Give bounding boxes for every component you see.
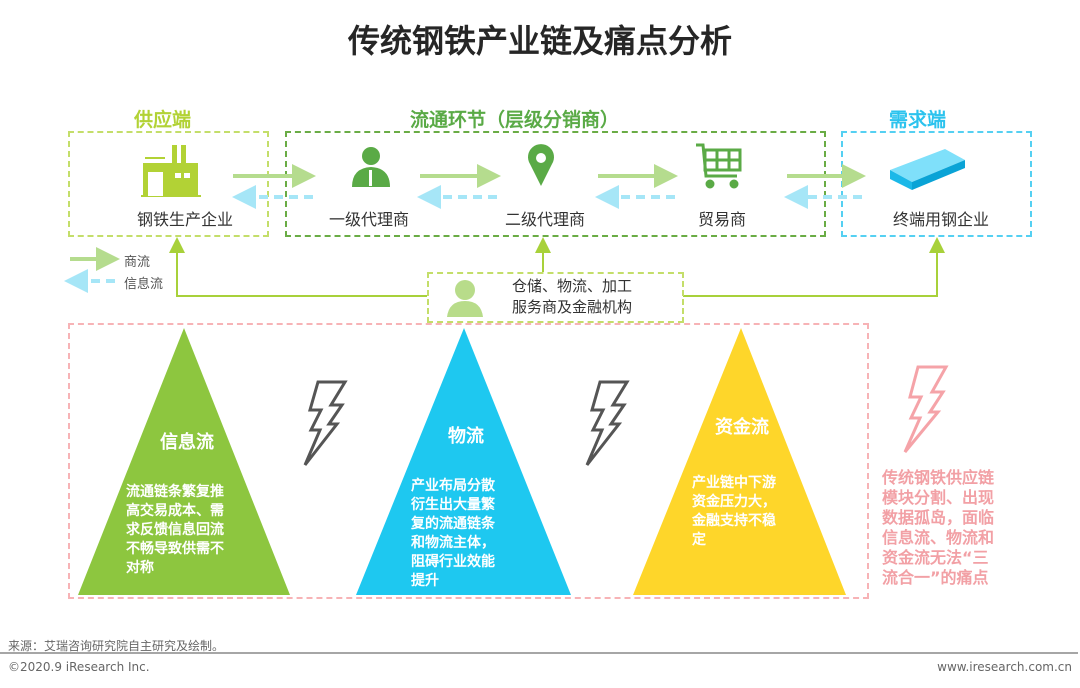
pain-point-text: 传统钢铁供应链 模块分割、出现 数据孤岛，面临 信息流、物流和 资金流无法“三 … (882, 468, 995, 587)
section-circulation-label: 流通环节（层级分销商） (410, 109, 620, 131)
capital-flow-text: 产业链中下游 资金压力大， 金融支持不稳 定 (692, 475, 776, 548)
lightning-icon (585, 380, 630, 466)
steel-block-icon (890, 149, 965, 190)
legend-commerce: 商流 (124, 255, 151, 270)
service-person-icon (447, 280, 483, 317)
supply-box (68, 131, 269, 237)
info-flow-triangle (78, 328, 290, 595)
copyright: ©2020.9 iResearch Inc. (8, 660, 150, 674)
circulation-box (285, 131, 826, 237)
pain-box (68, 323, 869, 599)
node-producer: 钢铁生产企业 (136, 210, 234, 229)
service-line2: 服务商及金融机构 (512, 298, 633, 316)
service-line1: 仓储、物流、加工 (512, 277, 633, 295)
source-note: 来源：艾瑞咨询研究院自主研究及绘制。 (8, 639, 225, 653)
legend-arrows (64, 247, 120, 293)
location-pin-icon (528, 144, 554, 186)
pain-lightning-icon (903, 365, 949, 453)
node-end-user: 终端用钢企业 (892, 210, 990, 229)
lightning-icon (303, 380, 348, 466)
service-connectors (169, 237, 945, 297)
node-trader: 贸易商 (697, 210, 747, 229)
info-flow-text: 流通链条繁复推 高交易成本、需 求反馈信息回流 不畅导致供需不 对称 (126, 484, 224, 576)
section-supply-label: 供应端 (134, 109, 192, 131)
node-agent1: 一级代理商 (328, 210, 410, 229)
logistics-triangle (356, 328, 571, 595)
page-title: 传统钢铁产业链及痛点分析 (347, 22, 732, 60)
agent-person-icon (352, 147, 390, 187)
info-flow-title: 信息流 (160, 432, 214, 453)
node-agent2: 二级代理商 (504, 210, 586, 229)
section-demand-label: 需求端 (889, 109, 947, 131)
factory-icon (141, 145, 201, 197)
capital-flow-triangle (633, 328, 846, 595)
shopping-cart-icon (696, 143, 742, 189)
service-text: 仓储、物流、加工 服务商及金融机构 (512, 276, 632, 318)
capital-flow-title: 资金流 (715, 417, 769, 438)
legend-info: 信息流 (124, 277, 164, 292)
logistics-text: 产业布局分散 衍生出大量繁 复的流通链条 和物流主体， 阻碍行业效能 提升 (411, 478, 495, 589)
website-link[interactable]: www.iresearch.com.cn (937, 660, 1072, 674)
logistics-title: 物流 (448, 426, 484, 447)
service-box (427, 272, 684, 323)
